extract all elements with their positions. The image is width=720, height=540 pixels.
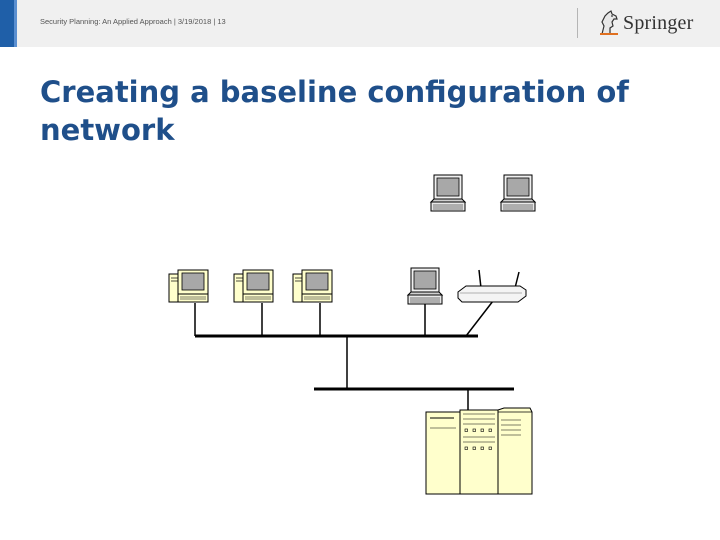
desktop-computer-icon — [233, 269, 274, 303]
header-accent-stripe-light — [14, 0, 17, 47]
laptop-icon — [407, 267, 443, 305]
header-bar — [0, 0, 720, 47]
slide-title: Creating a baseline configuration of net… — [40, 75, 629, 147]
laptop-icon — [500, 174, 536, 212]
desktop-computer-icon — [292, 269, 333, 303]
springer-logo: Springer — [598, 8, 693, 38]
drop-router — [465, 300, 494, 337]
wireless-router-icon — [457, 269, 527, 303]
slide-footer-text: Security Planning: An Applied Approach |… — [40, 17, 226, 26]
laptop-icon — [430, 174, 466, 212]
desktop-computer-icon — [168, 269, 209, 303]
header-divider — [577, 8, 578, 38]
header-accent-stripe — [0, 0, 14, 47]
horse-icon — [600, 10, 618, 35]
network-cables — [194, 300, 514, 410]
server-icon — [425, 407, 533, 495]
logo-text: Springer — [623, 11, 694, 34]
